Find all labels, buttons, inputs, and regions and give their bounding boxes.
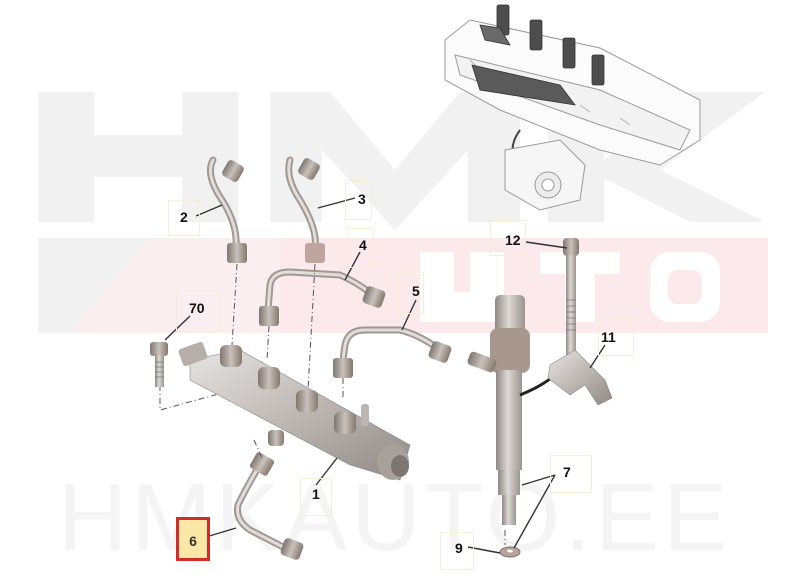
callout-12[interactable]: 12 [505, 232, 521, 248]
injector-drawing [467, 295, 560, 558]
bolt-70-drawing [150, 342, 168, 387]
pipe-5-drawing [333, 326, 452, 378]
pipe-3-drawing [285, 156, 325, 263]
highlighted-callout-6[interactable]: 6 [176, 517, 210, 561]
callout-1[interactable]: 1 [312, 486, 320, 502]
assembly-lines [159, 263, 506, 545]
callout-box-3 [345, 180, 372, 220]
callout-box-11 [598, 318, 634, 356]
callout-5[interactable]: 5 [412, 283, 420, 299]
callout-2[interactable]: 2 [180, 209, 188, 225]
clamp-11-drawing [547, 349, 613, 406]
callout-9[interactable]: 9 [455, 540, 463, 556]
callout-box-1 [300, 478, 332, 516]
callout-box-9 [440, 532, 474, 570]
callout-box-2 [168, 200, 200, 236]
pipe-2-drawing [207, 156, 247, 263]
bolt-12-drawing [563, 238, 579, 360]
fuel-rail-drawing [178, 341, 411, 481]
pipe-6-drawing [234, 452, 304, 560]
callout-11[interactable]: 11 [601, 329, 616, 345]
callout-7[interactable]: 7 [563, 464, 571, 480]
callout-box-4 [347, 228, 374, 268]
callout-6: 6 [189, 533, 197, 549]
callout-box-7 [550, 455, 592, 493]
svg-text:HMKAUTO.EE: HMKAUTO.EE [58, 464, 731, 571]
callout-4[interactable]: 4 [359, 237, 367, 253]
callout-box-70 [176, 290, 220, 332]
callout-box-12 [490, 220, 526, 256]
injector-row-illustration [471, 4, 605, 106]
leader-lines [164, 197, 606, 554]
pipe-4-drawing [259, 268, 386, 326]
callout-box-5 [398, 272, 424, 314]
callout-70[interactable]: 70 [189, 300, 205, 316]
callout-3[interactable]: 3 [358, 191, 366, 207]
